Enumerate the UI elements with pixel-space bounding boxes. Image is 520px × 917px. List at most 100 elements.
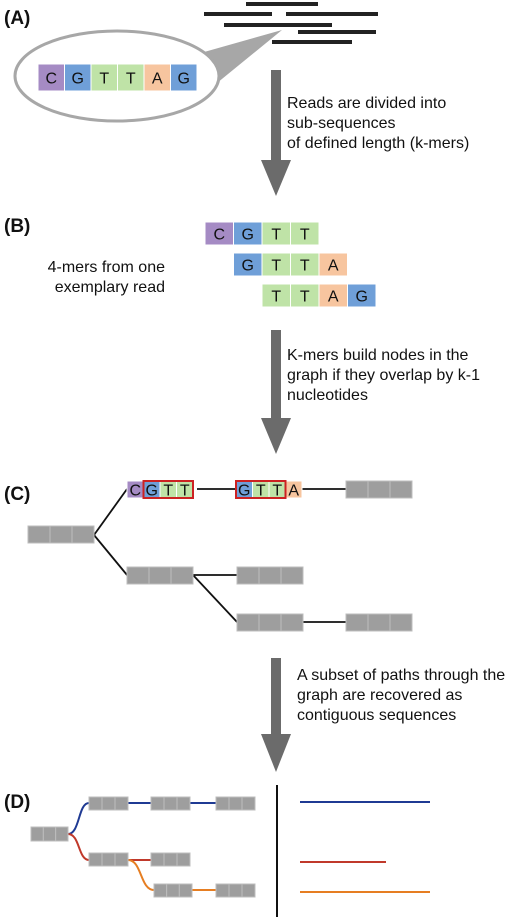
nucleotide-letter: T xyxy=(271,289,281,306)
nucleotide-letter: G xyxy=(238,483,250,500)
panel-label-b: (B) xyxy=(4,216,30,237)
nucleotide-letter: T xyxy=(272,483,282,500)
graph-node xyxy=(345,480,413,499)
graph-paths xyxy=(67,802,216,891)
nucleotide-cell: T xyxy=(261,252,291,277)
read-line xyxy=(224,23,332,27)
nucleotide-cell: G xyxy=(347,283,377,308)
nucleotide-cell: T xyxy=(176,480,194,500)
nucleotide-letter: G xyxy=(178,71,190,88)
graph-node xyxy=(126,566,194,585)
step-arrow xyxy=(261,658,291,772)
panel-label-c: (C) xyxy=(4,484,30,505)
nucleotide-cell: T xyxy=(261,283,291,308)
step3-caption-line: contiguous sequences xyxy=(297,707,456,724)
nucleotide-letter: T xyxy=(163,483,173,500)
read-line xyxy=(204,12,272,16)
graph-node xyxy=(236,566,304,585)
read-line xyxy=(246,2,318,6)
nucleotide-letter: A xyxy=(328,258,339,275)
step1-caption-line: Reads are divided into xyxy=(287,95,446,112)
nucleotide-cell: T xyxy=(261,221,291,246)
step1-caption-line: sub-sequences xyxy=(287,115,396,132)
nucleotide-cell: T xyxy=(268,480,286,500)
nucleotide-letter: G xyxy=(146,483,158,500)
nucleotide-letter: T xyxy=(180,483,190,500)
graph-node xyxy=(345,613,413,632)
nucleotide-cell: T xyxy=(252,480,270,500)
nucleotide-cell: G xyxy=(143,480,161,500)
nucleotide-letter: T xyxy=(99,71,109,88)
nucleotide-cell: T xyxy=(290,283,320,308)
nucleotide-cell: T xyxy=(159,480,177,500)
nucleotide-cell: C xyxy=(37,63,65,92)
panel-label-a: (A) xyxy=(4,8,30,29)
nucleotide-letter: C xyxy=(213,227,225,244)
read-line xyxy=(298,30,376,34)
nucleotide-cell: A xyxy=(285,480,303,500)
nucleotide-cell: G xyxy=(64,63,92,92)
nucleotide-letter: G xyxy=(242,258,254,275)
nucleotide-cell: A xyxy=(318,283,348,308)
nucleotide-letter: A xyxy=(328,289,339,306)
step2-caption-line: nucleotides xyxy=(287,387,368,404)
graph-node xyxy=(150,796,191,811)
step2-caption-line: K-mers build nodes in the xyxy=(287,347,469,364)
nucleotide-letter: T xyxy=(300,227,310,244)
graph-node xyxy=(88,796,129,811)
nucleotide-cell: A xyxy=(143,63,171,92)
nucleotide-letter: T xyxy=(256,483,266,500)
step1-caption-line: of defined length (k-mers) xyxy=(287,135,469,152)
graph-edges xyxy=(93,488,346,623)
kmer-label-line: exemplary read xyxy=(55,279,165,296)
nucleotide-letter: C xyxy=(129,483,141,500)
nucleotide-letter: T xyxy=(271,258,281,275)
panel-label-d: (D) xyxy=(4,792,30,813)
nucleotide-letter: T xyxy=(300,258,310,275)
nucleotide-cell: C xyxy=(126,480,144,500)
step-arrow xyxy=(261,70,291,196)
nucleotide-cell: G xyxy=(233,252,263,277)
nucleotide-cell: G xyxy=(233,221,263,246)
nucleotide-cell: T xyxy=(117,63,145,92)
nucleotide-letter: C xyxy=(45,71,57,88)
nucleotide-letter: G xyxy=(242,227,254,244)
graph-node xyxy=(88,852,129,867)
kmer-label-line: 4-mers from one xyxy=(48,259,165,276)
nucleotide-letter: G xyxy=(356,289,368,306)
nucleotide-letter: T xyxy=(271,227,281,244)
nucleotide-letter: T xyxy=(300,289,310,306)
nucleotide-cell: G xyxy=(170,63,198,92)
nucleotide-cell: A xyxy=(318,252,348,277)
step3-caption-line: graph are recovered as xyxy=(297,687,462,704)
graph-node xyxy=(150,852,191,867)
graph-node xyxy=(236,613,304,632)
nucleotide-letter: A xyxy=(152,71,163,88)
nucleotide-cell: T xyxy=(90,63,118,92)
nucleotide-cell: G xyxy=(235,480,253,500)
read-line xyxy=(272,40,352,44)
step3-caption-line: A subset of paths through the xyxy=(297,667,505,684)
nucleotide-cell: T xyxy=(290,221,320,246)
graph-node xyxy=(27,525,95,544)
step-arrow xyxy=(261,330,291,454)
nucleotide-cell: C xyxy=(204,221,234,246)
graph-node xyxy=(30,826,69,842)
nucleotide-cell: T xyxy=(290,252,320,277)
read-line xyxy=(286,12,378,16)
nucleotide-letter: A xyxy=(288,483,299,500)
step2-caption-line: graph if they overlap by k-1 xyxy=(287,367,480,384)
nucleotide-letter: T xyxy=(126,71,136,88)
graph-node xyxy=(153,883,193,898)
sequencing-reads xyxy=(204,2,378,44)
nucleotide-letter: G xyxy=(72,71,84,88)
